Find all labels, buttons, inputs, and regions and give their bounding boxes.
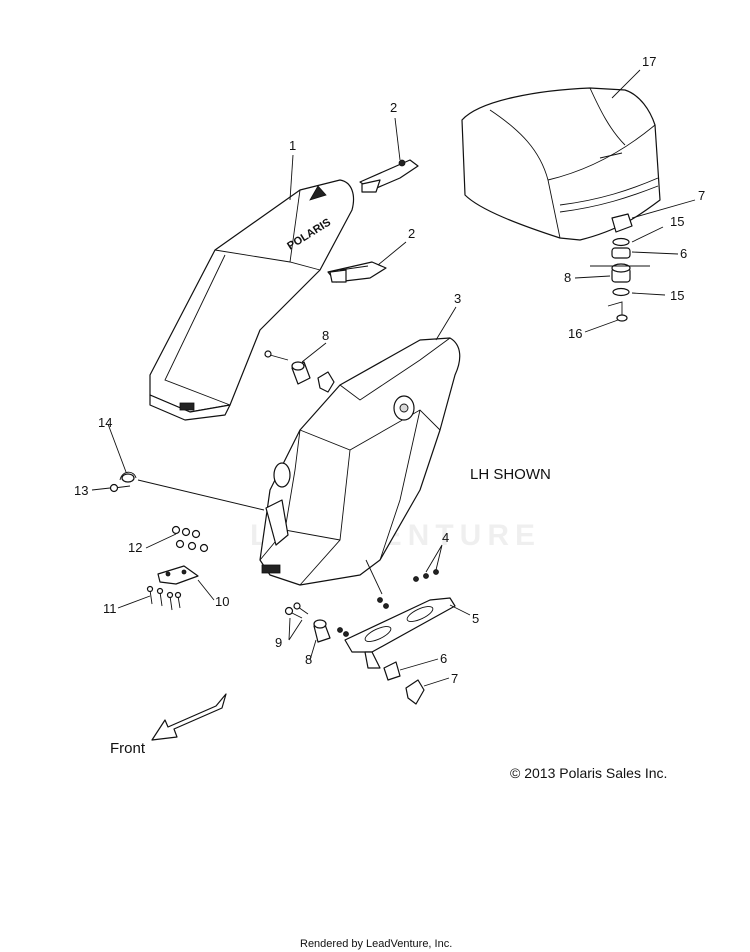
latch-part-2-upper — [359, 159, 419, 193]
copyright-text: © 2013 Polaris Sales Inc. — [510, 765, 667, 781]
fastener-part-4 — [337, 569, 439, 637]
leader-lines — [91, 69, 696, 687]
bracket-part-10 — [157, 565, 199, 585]
seat-lid-part-1: POLARIS — [149, 179, 355, 421]
callout-17: 17 — [642, 54, 656, 69]
side-note: LH SHOWN — [470, 466, 551, 483]
callout-8-upper: 8 — [322, 328, 329, 343]
callout-5: 5 — [472, 611, 479, 626]
clamp-part-14 — [119, 471, 137, 483]
footer-credit: Rendered by LeadVenture, Inc. — [300, 938, 452, 950]
clip-part-7-lower — [405, 679, 425, 705]
screw-part-16 — [607, 301, 628, 322]
callout-15-upper: 15 — [670, 214, 684, 229]
clip-part-7-upper-box — [317, 371, 335, 393]
nut-part-12 — [171, 525, 209, 553]
callout-12: 12 — [128, 540, 142, 555]
washer-part-15 — [612, 237, 630, 297]
storage-bag-part-17 — [461, 87, 661, 241]
spacer-part-8-lower — [313, 619, 331, 643]
callout-8-lower: 8 — [305, 652, 312, 667]
clip-part-7-right — [611, 213, 633, 233]
spacer-part-6-lower — [383, 661, 401, 681]
callout-14: 14 — [98, 415, 112, 430]
callout-16: 16 — [568, 326, 582, 341]
callout-3: 3 — [454, 291, 461, 306]
screw-part-11 — [146, 585, 182, 611]
spacer-part-6-right — [590, 247, 650, 267]
callout-8-right: 8 — [564, 270, 571, 285]
callout-6-lower: 6 — [440, 651, 447, 666]
front-arrow-icon — [151, 693, 227, 741]
direction-label: Front — [110, 740, 146, 757]
callout-labels: 1 2 2 3 8 17 7 15 6 8 15 16 4 5 6 7 9 8 … — [74, 54, 705, 686]
callout-6-right: 6 — [680, 246, 687, 261]
callout-2-lower: 2 — [408, 226, 415, 241]
callout-4: 4 — [442, 530, 449, 545]
callout-7-right: 7 — [698, 188, 705, 203]
spacer-part-8-right — [611, 263, 631, 283]
spacer-part-8-upper — [291, 361, 311, 385]
latch-part-2-lower — [327, 261, 387, 283]
mount-plate-part-5 — [344, 597, 456, 669]
callout-11: 11 — [103, 601, 117, 616]
storage-box-part-3 — [259, 337, 461, 586]
callout-9: 9 — [275, 635, 282, 650]
callout-13: 13 — [74, 483, 88, 498]
callout-10: 10 — [215, 594, 229, 609]
bolt-part-9 — [264, 350, 309, 619]
callout-1: 1 — [289, 138, 296, 153]
bolt-part-13 — [109, 483, 131, 493]
callout-2-upper: 2 — [390, 100, 397, 115]
callout-7-lower: 7 — [451, 671, 458, 686]
callout-15-lower: 15 — [670, 288, 684, 303]
